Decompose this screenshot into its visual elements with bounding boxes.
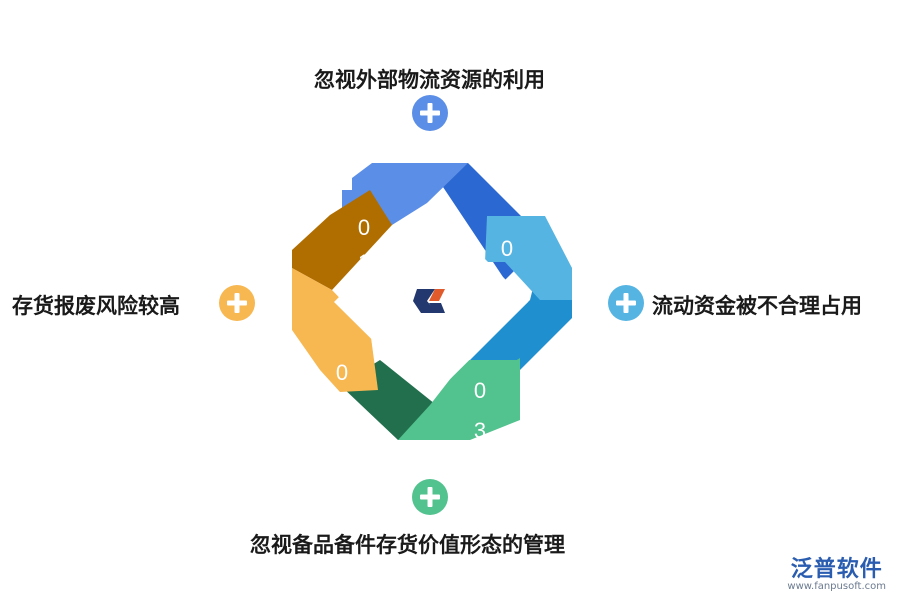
segment-number-right: 0 [501, 236, 513, 261]
segment-number-left: 0 [336, 360, 348, 385]
segment-number-bottom: 0 [474, 378, 486, 403]
label-right: 流动资金被不合理占用 [652, 294, 862, 318]
band-left-bottom [292, 268, 378, 392]
segment-number-top-tail: 1 [358, 250, 370, 275]
arrow-bottom [470, 358, 520, 418]
watermark-url: www.fanpusoft.com [787, 581, 886, 592]
segment-number-top: 0 [358, 215, 370, 240]
label-left: 存货报废风险较高 [12, 294, 180, 318]
plus-circle-icon-top [412, 95, 448, 131]
plus-circle-icon-left [219, 285, 255, 321]
company-logo-icon [411, 286, 451, 316]
segment-number-bottom-tail: 3 [474, 418, 486, 443]
plus-circle-icon-right [608, 285, 644, 321]
fanpu-watermark-logo: 泛普软件 www.fanpusoft.com [787, 551, 886, 592]
band-left-top [292, 190, 392, 290]
band-right-top [485, 216, 572, 300]
label-top: 忽视外部物流资源的利用 [314, 68, 545, 92]
label-bottom: 忽视备品备件存货价值形态的管理 [250, 533, 565, 557]
plus-circle-icon-bottom [412, 479, 448, 515]
watermark-name: 泛普软件 [790, 557, 883, 582]
